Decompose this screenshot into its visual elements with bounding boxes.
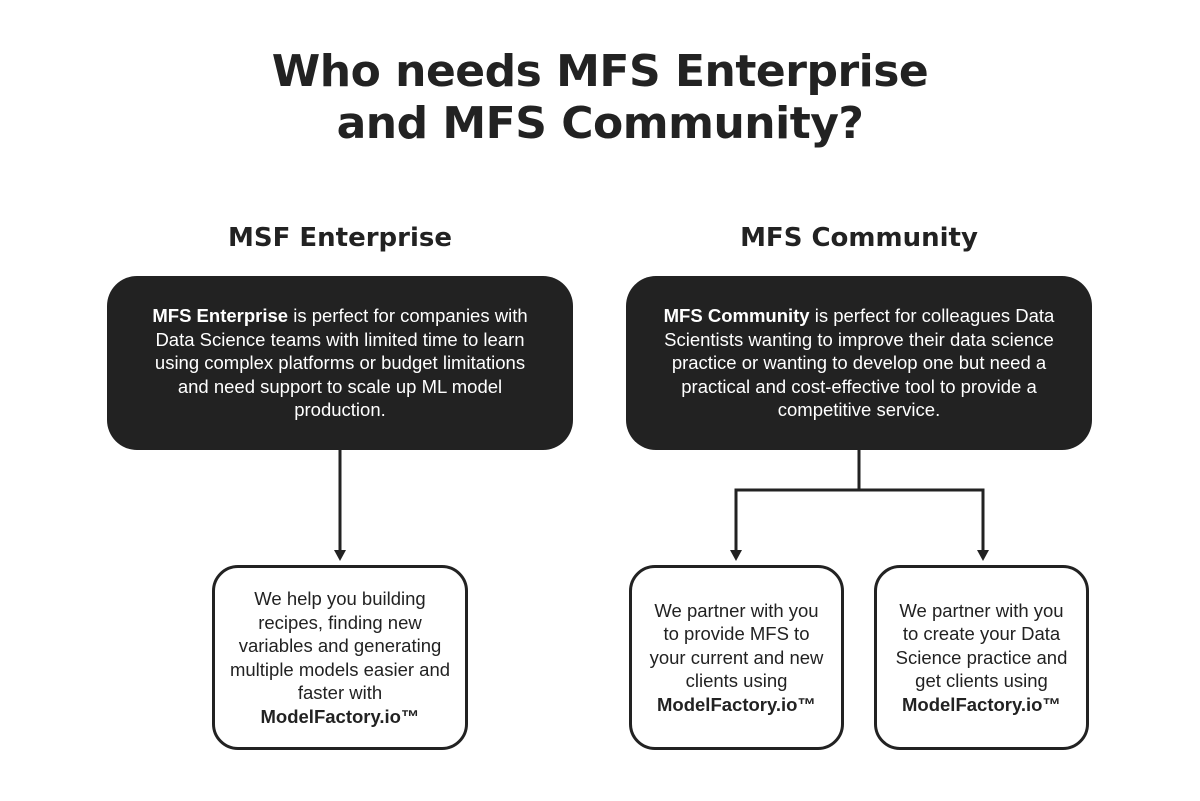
community-description-box: MFS Community is perfect for colleagues … [626,276,1092,450]
community-arrowhead-left [730,550,742,561]
community-service-1-brand: ModelFactory.io™ [657,693,816,715]
community-service-1-text: We partner with you to provide MFS to yo… [649,599,824,692]
enterprise-description-text: is perfect for companies with Data Scien… [154,305,528,421]
community-service-box-1: We partner with you to provide MFS to yo… [629,565,844,750]
enterprise-service-box: We help you building recipes, finding ne… [212,565,468,750]
community-heading: MFS Community [740,223,978,253]
title-line-1: Who needs MFS Enterprise [271,46,929,97]
enterprise-description-bold: MFS Enterprise [152,305,289,327]
enterprise-description-box: MFS Enterprise is perfect for companies … [107,276,573,450]
community-service-2-text: We partner with you to create your Data … [895,599,1068,692]
community-description-bold: MFS Community [663,305,810,327]
community-arrowhead-right [977,550,989,561]
enterprise-service-brand: ModelFactory.io™ [260,705,420,727]
enterprise-service-text: We help you building recipes, finding ne… [229,588,451,703]
community-description-text: is perfect for colleagues Data Scientist… [664,305,1055,421]
community-connector-branch [734,488,985,552]
title-line-2: and MFS Community? [336,98,864,149]
community-service-box-2: We partner with you to create your Data … [874,565,1089,750]
page-title: Who needs MFS Enterprise and MFS Communi… [0,46,1200,150]
community-service-2-brand: ModelFactory.io™ [902,693,1061,715]
enterprise-arrowhead [334,550,346,561]
enterprise-heading: MSF Enterprise [227,223,453,253]
